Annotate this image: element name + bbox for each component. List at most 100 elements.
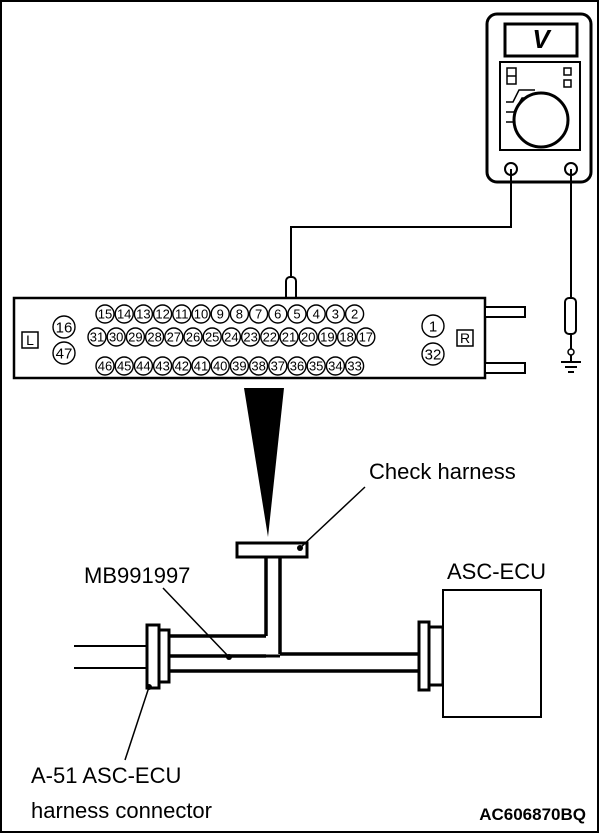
pin-label: 24 (224, 330, 238, 345)
pin-label: 26 (186, 330, 200, 345)
side-marker-right: R (460, 330, 470, 346)
asc-ecu (417, 589, 542, 718)
leader-dot-adapter (226, 654, 232, 660)
check-harness (166, 541, 419, 673)
pin-label: 40 (213, 359, 227, 374)
side-marker-left: L (26, 332, 34, 348)
label-connector-line2: harness connector (31, 798, 212, 823)
pin-4: 4 (306, 304, 326, 324)
pin-label: 35 (309, 359, 323, 374)
pin-label: 9 (217, 307, 224, 322)
leader-check-harness (299, 486, 366, 549)
pin-circle (52, 315, 76, 339)
pin-2: 2 (344, 304, 365, 324)
pin-13: 13 (133, 304, 154, 324)
pin-label: 8 (236, 307, 243, 322)
pin-circle (95, 304, 115, 324)
pin-label: 44 (136, 359, 150, 374)
leader-dot-connector (146, 684, 152, 690)
pin-18: 18 (336, 327, 357, 347)
pin-label: 11 (175, 307, 189, 322)
pin-circle (421, 314, 445, 338)
pin-35: 35 (306, 356, 326, 376)
pin-circle (172, 356, 192, 376)
pin-label: 18 (339, 330, 353, 345)
pin-circle (133, 356, 154, 376)
pin-circle (287, 304, 307, 324)
pin-21: 21 (279, 327, 299, 347)
pin-circle (306, 356, 326, 376)
pin-45: 45 (114, 356, 134, 376)
pin-33: 33 (344, 356, 365, 376)
pin-label: 29 (128, 330, 142, 345)
pin-label: 6 (274, 307, 281, 322)
pin-46: 46 (95, 356, 115, 376)
pin-circle (248, 356, 269, 376)
pin-label: 28 (147, 330, 161, 345)
pin-label: 33 (347, 359, 361, 374)
pin-circle (144, 327, 165, 347)
pin-label: 45 (117, 359, 131, 374)
pin-24: 24 (221, 327, 242, 347)
pin-label: 3 (332, 307, 339, 322)
pin-8: 8 (229, 304, 250, 324)
pin-circle (106, 327, 126, 347)
pin-circle (317, 327, 338, 347)
pin-36: 36 (287, 356, 307, 376)
ecu-body (442, 589, 542, 718)
pin-9: 9 (210, 304, 230, 324)
pin-28: 28 (144, 327, 165, 347)
pin-20: 20 (298, 327, 318, 347)
connector-flange-left (145, 623, 161, 690)
pin-29: 29 (125, 327, 146, 347)
pin-26: 26 (183, 327, 203, 347)
pin-circle (152, 304, 173, 324)
label-adapter: MB991997 (84, 563, 190, 588)
pin-label: 7 (255, 307, 262, 322)
pin-label: 14 (117, 307, 131, 322)
label-ecu: ASC-ECU (447, 559, 546, 584)
pin-circle (260, 327, 280, 347)
pin-label: 38 (251, 359, 265, 374)
pin-34: 34 (325, 356, 346, 376)
pin-23: 23 (240, 327, 261, 347)
pin-label: 19 (320, 330, 334, 345)
pin-label: 1 (429, 318, 437, 335)
pin-circle (306, 304, 326, 324)
pin-30: 30 (106, 327, 126, 347)
pin-41: 41 (191, 356, 211, 376)
pin-25: 25 (202, 327, 222, 347)
pin-label: 22 (263, 330, 277, 345)
pin-31: 31 (87, 327, 107, 347)
rotary-dial (512, 91, 570, 149)
connector-tab-upper (484, 306, 526, 318)
pin-circle (183, 327, 203, 347)
pin-label: 15 (98, 307, 112, 322)
pin-label: 37 (271, 359, 285, 374)
pin-label: 43 (155, 359, 169, 374)
pin-circle (133, 304, 154, 324)
pin-label: 30 (109, 330, 123, 345)
pin-3: 3 (325, 304, 346, 324)
pin-circle (268, 304, 288, 324)
pin-label: 31 (90, 330, 104, 345)
pin-label: 23 (243, 330, 257, 345)
pin-label: 46 (98, 359, 112, 374)
pin-circle (356, 327, 376, 347)
pin-label: 5 (293, 307, 300, 322)
pin-label: 36 (290, 359, 304, 374)
pin-circle (210, 356, 230, 376)
pin-circle (125, 327, 146, 347)
pin-circle (336, 327, 357, 347)
pin-44: 44 (133, 356, 154, 376)
label-connector-line1: A-51 ASC-ECU (31, 763, 181, 788)
pin-38: 38 (248, 356, 269, 376)
check-harness-plug (235, 541, 309, 559)
leader-dot-check-harness (297, 545, 303, 551)
pin-label: 4 (313, 307, 320, 322)
pin-circle (114, 356, 134, 376)
pin-circle (191, 304, 211, 324)
pin-32: 32 (421, 342, 445, 366)
